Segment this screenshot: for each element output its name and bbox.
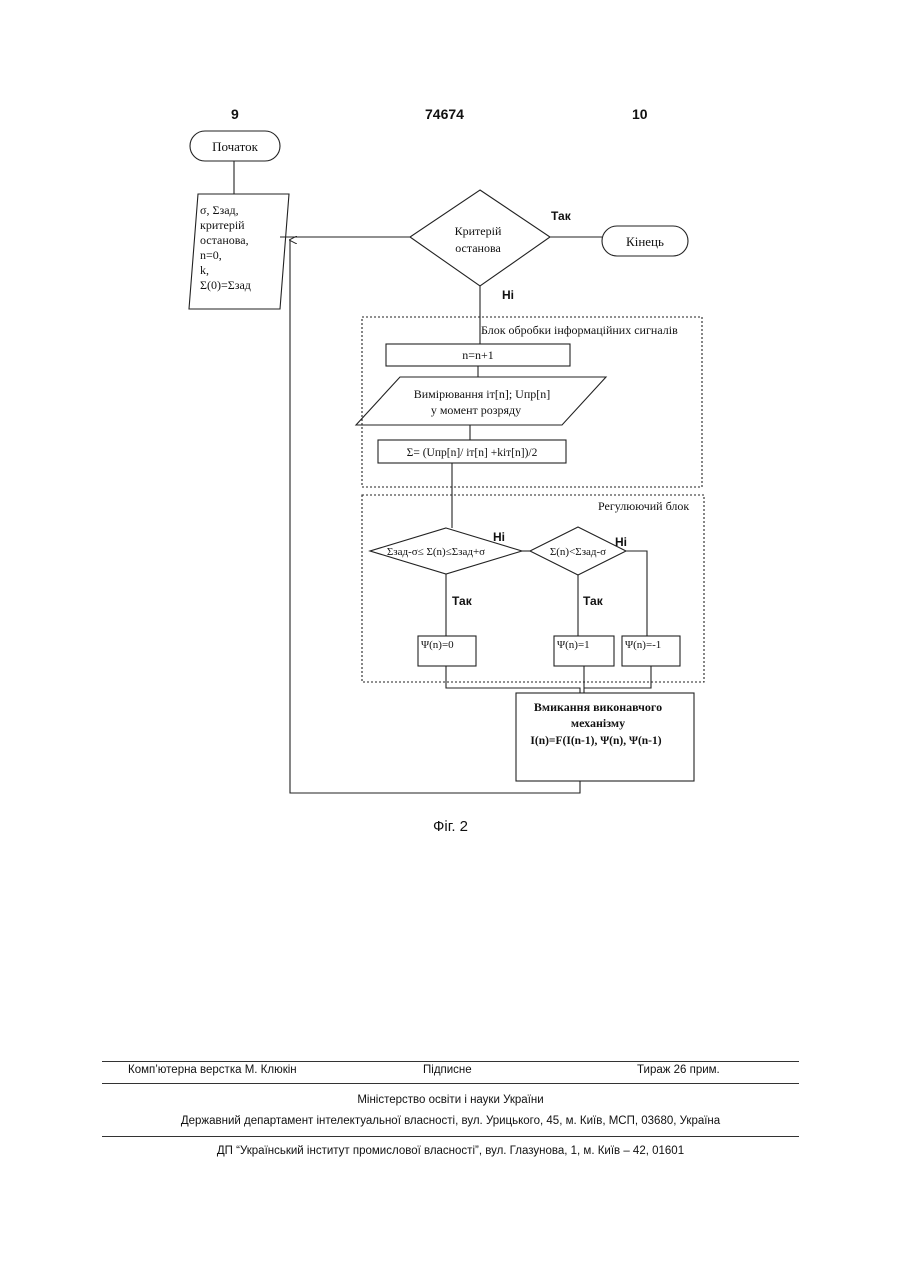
init-line-6: Σ(0)=Σзад [200, 278, 251, 292]
footer-rule-3 [102, 1136, 799, 1137]
footer-rule-1 [102, 1061, 799, 1062]
footer-ministry: Міністерство освіти і науки України [0, 1094, 901, 1106]
measurement-line-1: Вимірювання iт[n]; Uпр[n] [414, 387, 551, 401]
init-line-2: критерій [200, 218, 245, 232]
init-line-4: n=0, [200, 248, 222, 262]
calculation-label: Σ= (Uпр[n]/ iт[n] +kiт[n])/2 [407, 447, 538, 459]
criterion-yes-label: Так [551, 209, 572, 223]
criterion-line-2: останова [455, 241, 501, 255]
control-block-title: Регулюючий блок [598, 499, 689, 513]
condition2-label: Σ(n)<Σзад-σ [550, 546, 606, 558]
condition1-label: Σзад-σ≤ Σ(n)≤Σзад+σ [387, 546, 485, 558]
psi-minus-one-label: Ψ(n)=-1 [625, 639, 661, 651]
flowchart: Початок σ, Σзад, критерій останова, n=0,… [0, 0, 901, 830]
increment-label: n=n+1 [462, 348, 494, 362]
condition1-yes-label: Так [452, 594, 473, 608]
init-line-1: σ, Σзад, [200, 203, 239, 217]
criterion-diamond [410, 190, 550, 286]
footer-circulation: Тираж 26 прим. [637, 1064, 720, 1076]
condition1-no-label: Ні [493, 530, 505, 544]
control-block-frame [362, 495, 704, 682]
actuator-line-3: I(n)=F(I(n-1), Ψ(n), Ψ(n-1) [530, 735, 661, 747]
end-label: Кінець [626, 234, 664, 249]
psi-zero-label: Ψ(n)=0 [421, 639, 454, 651]
init-line-5: k, [200, 263, 209, 277]
figure-caption: Фіг. 2 [0, 818, 901, 835]
measurement-line-2: у момент розряду [431, 403, 521, 417]
signal-block-title: Блок обробки інформаційних сигналів [481, 323, 678, 337]
footer-layout-credit: Комп’ютерна верстка М. Клюкін [128, 1064, 297, 1076]
footer-department: Державний департамент інтелектуальної вл… [0, 1115, 901, 1127]
footer-rule-2 [102, 1083, 799, 1084]
measurement-box [356, 377, 606, 425]
actuator-line-1: Вмикання виконавчого [534, 700, 662, 714]
footer-institute: ДП “Український інститут промислової вла… [0, 1145, 901, 1157]
start-label: Початок [212, 139, 259, 154]
signal-processing-block-frame [362, 317, 702, 487]
psi-one-label: Ψ(n)=1 [557, 639, 590, 651]
criterion-no-label: Ні [502, 288, 514, 302]
criterion-line-1: Критерій [455, 224, 502, 238]
condition2-yes-label: Так [583, 594, 604, 608]
actuator-line-2: механізму [571, 716, 625, 730]
init-line-3: останова, [200, 233, 249, 247]
condition2-no-label: Ні [615, 535, 627, 549]
footer-signed: Підписне [423, 1064, 472, 1076]
